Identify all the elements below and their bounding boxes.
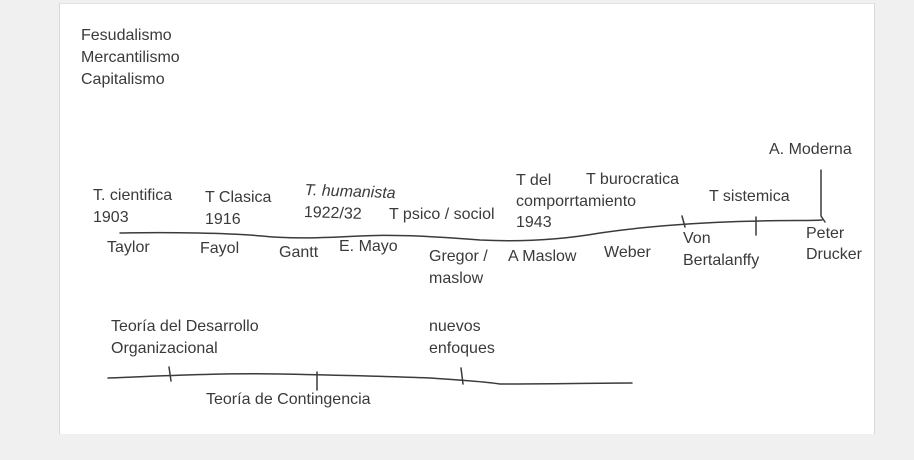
system-feudalismo: Fesudalismo bbox=[81, 27, 172, 44]
second-tick-3 bbox=[460, 367, 464, 385]
label-von-bertalanffy: Von Bertalanffy bbox=[683, 230, 760, 269]
label-e-mayo: E. Mayo bbox=[339, 238, 398, 255]
main-timeline-stroke bbox=[119, 219, 823, 242]
whiteboard-canvas[interactable] bbox=[59, 3, 875, 434]
label-teoria-desarrollo-organizacional: Teoría del Desarrollo Organizacional bbox=[111, 318, 259, 357]
label-t-sistemica: T sistemica bbox=[709, 188, 790, 205]
system-capitalismo: Capitalismo bbox=[81, 71, 165, 88]
label-t-psico-sociol: T psico / sociol bbox=[389, 206, 495, 223]
label-gantt: Gantt bbox=[279, 244, 319, 261]
label-teoria-contingencia: Teoría de Contingencia bbox=[206, 391, 371, 408]
label-a-maslow: A Maslow bbox=[508, 248, 577, 265]
timeline-tick-1 bbox=[681, 215, 686, 228]
second-tick-1 bbox=[168, 366, 172, 382]
moderna-pointer-stroke bbox=[820, 169, 826, 223]
label-gregor-maslow: Gregor / maslow bbox=[429, 248, 488, 287]
label-t-cientifica: T. cientifica 1903 bbox=[93, 187, 173, 226]
label-fayol: Fayol bbox=[200, 240, 240, 257]
label-taylor: Taylor bbox=[107, 239, 150, 256]
label-weber: Weber bbox=[604, 244, 651, 261]
label-t-comportamiento: T del comporrtamiento 1943 bbox=[516, 172, 637, 231]
second-timeline-stroke bbox=[107, 373, 633, 385]
label-nuevos-enfoques: nuevos enfoques bbox=[429, 318, 495, 357]
systems-list: Fesudalismo Mercantilismo Capitalismo bbox=[81, 25, 180, 91]
label-peter-drucker: Peter Drucker bbox=[806, 225, 863, 263]
label-t-clasica: T Clasica 1916 bbox=[205, 189, 272, 228]
system-mercantilismo: Mercantilismo bbox=[81, 49, 180, 66]
label-t-burocratica: T burocratica bbox=[586, 171, 680, 188]
label-moderna: A. Moderna bbox=[769, 141, 852, 158]
label-t-humanista: T. humanista 1922/32 bbox=[303, 181, 396, 223]
